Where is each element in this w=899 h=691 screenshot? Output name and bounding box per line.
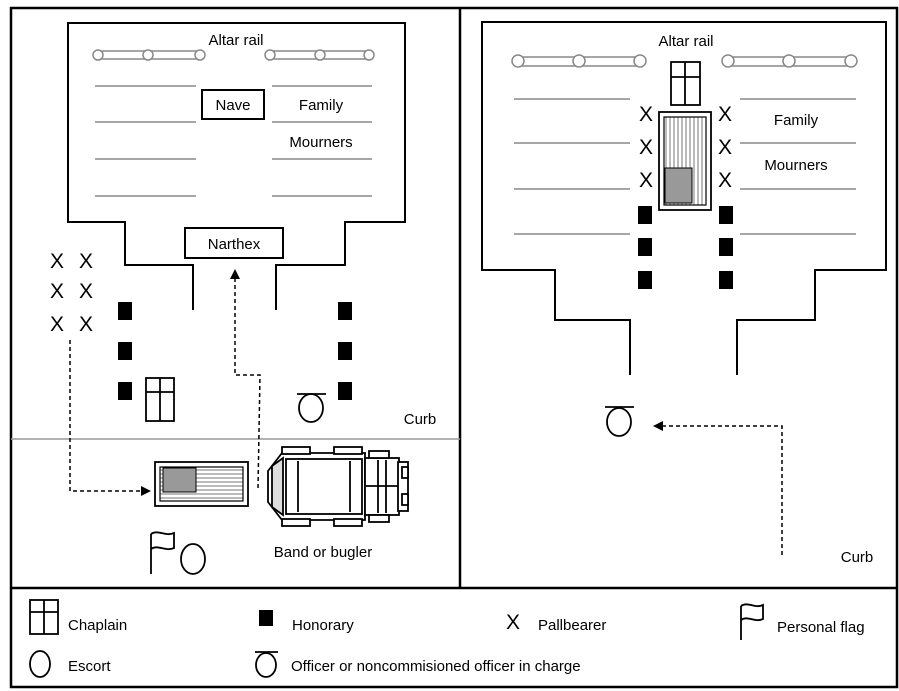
left-casket-icon: [154, 461, 249, 507]
left-family-label: Family: [299, 97, 344, 114]
pallbearer-x: X: [79, 313, 93, 336]
narthex-label: Narthex: [208, 236, 261, 253]
left-altar-rail-right: [264, 49, 375, 61]
honorary-square: [118, 302, 132, 320]
pallbearer-x: X: [639, 169, 653, 192]
honorary-square: [719, 206, 733, 224]
honorary-square: [719, 238, 733, 256]
right-pallbearers: X X X X X X: [639, 103, 732, 192]
right-pews: [514, 98, 856, 235]
right-curb-label: Curb: [841, 549, 874, 566]
left-officer-icon: [297, 393, 326, 423]
right-honorary-bearers: [638, 206, 733, 289]
left-pallbearer-path-arrow: [69, 340, 151, 496]
honorary-square: [638, 271, 652, 289]
left-honorary-bearers: [118, 302, 352, 400]
right-officer-icon: [605, 406, 634, 437]
pallbearer-x: X: [639, 136, 653, 159]
legend-officer-label: Officer or noncommisioned officer in cha…: [291, 658, 581, 675]
right-chaplain-icon: [670, 61, 701, 106]
left-mourners-label: Mourners: [289, 134, 352, 151]
legend-chaplain-icon: [29, 599, 59, 635]
pallbearer-x: X: [79, 250, 93, 273]
right-officer-path-arrow: [653, 421, 783, 555]
legend-honorary-icon: [259, 610, 273, 626]
pallbearer-x: X: [50, 250, 64, 273]
right-altar-rail-right: [721, 54, 858, 68]
honorary-square: [638, 238, 652, 256]
right-casket-icon: [658, 111, 712, 211]
right-panel: Altar rail Family Mourners: [481, 21, 887, 566]
left-curb-label: Curb: [404, 411, 437, 428]
left-escort-icon: [180, 543, 206, 575]
left-panel: Altar rail Nave Family Mourners Narthex …: [11, 22, 460, 575]
hearse-icon: [267, 446, 409, 527]
honorary-square: [338, 342, 352, 360]
left-chaplain-icon: [145, 377, 175, 422]
left-pallbearers: X X X X X X: [50, 250, 93, 336]
right-family-label: Family: [774, 112, 819, 129]
legend-pallbearer-label: Pallbearer: [538, 617, 606, 634]
left-casket-path-arrow: [230, 269, 261, 489]
nave-label: Nave: [215, 97, 250, 114]
pallbearer-x: X: [639, 103, 653, 126]
nave-box: [201, 89, 265, 120]
honorary-square: [638, 206, 652, 224]
honorary-square: [118, 382, 132, 400]
legend-officer-icon: [255, 651, 278, 678]
narthex-box: [184, 227, 284, 259]
honorary-square: [118, 342, 132, 360]
honorary-square: [338, 302, 352, 320]
legend: Chaplain Honorary X Pallbearer Personal …: [29, 599, 865, 678]
left-pews: [95, 85, 372, 197]
pallbearer-x: X: [718, 103, 732, 126]
legend-honorary-label: Honorary: [292, 617, 354, 634]
pallbearer-x: X: [718, 136, 732, 159]
honorary-square: [338, 382, 352, 400]
legend-escort-icon: [29, 650, 51, 678]
legend-pallbearer-icon: X: [506, 611, 520, 634]
left-altar-rail-left: [92, 49, 206, 61]
pallbearer-x: X: [718, 169, 732, 192]
legend-escort-label: Escort: [68, 658, 111, 675]
honorary-square: [719, 271, 733, 289]
right-church-outline: [481, 21, 887, 375]
legend-chaplain-label: Chaplain: [68, 617, 127, 634]
pallbearer-x: X: [50, 280, 64, 303]
legend-personal-flag-icon: [740, 603, 764, 640]
outer-frame: [9, 6, 899, 689]
right-altar-rail-label: Altar rail: [658, 33, 713, 50]
left-church-outline: [67, 22, 406, 310]
left-altar-rail-label: Altar rail: [208, 32, 263, 49]
right-mourners-label: Mourners: [764, 157, 827, 174]
left-personal-flag-icon: [150, 531, 175, 574]
legend-personal-flag-label: Personal flag: [777, 619, 865, 636]
pallbearer-x: X: [50, 313, 64, 336]
band-or-bugler-label: Band or bugler: [274, 544, 372, 561]
right-altar-rail-left: [511, 54, 647, 68]
pallbearer-x: X: [79, 280, 93, 303]
